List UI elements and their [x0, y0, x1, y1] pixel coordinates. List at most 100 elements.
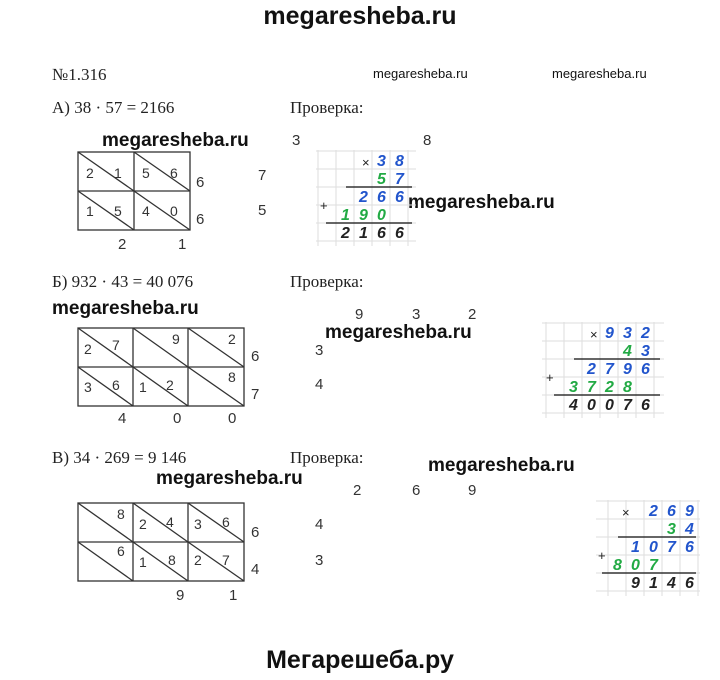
col-digit: 8	[613, 557, 622, 574]
lattice-cell-digit: 1	[86, 203, 94, 219]
watermark-small-2: megaresheba.ru	[552, 66, 647, 81]
problem-b-label: Б) 932 · 43 = 40 076	[52, 272, 194, 291]
col-digit: 6	[377, 189, 386, 206]
problem-c-top-digit: 2	[353, 482, 362, 499]
problem-b-right-digit: 4	[315, 376, 324, 393]
col-digit: 7	[587, 379, 597, 396]
col-digit: 6	[641, 361, 650, 378]
lattice-cell-digit: 6	[112, 377, 120, 393]
watermark-bottom: Мегарешеба.ру	[266, 646, 454, 674]
col-digit: 3	[667, 521, 676, 538]
problem-c-label: В) 34 · 269 = 9 146	[52, 448, 187, 467]
col-digit: 2	[340, 225, 350, 242]
problem-b-check-label: Проверка:	[290, 272, 364, 291]
problem-a-bottom-digit: 2	[118, 236, 127, 253]
lattice-cell-digit: 6	[222, 514, 230, 530]
task-number: №1.316	[52, 65, 107, 84]
watermark-top: megaresheba.ru	[263, 2, 457, 30]
col-digit: 4	[684, 521, 694, 538]
col-digit: 1	[631, 539, 640, 556]
problem-c-top-digit: 6	[412, 482, 421, 499]
col-digit: 2	[640, 325, 650, 342]
lattice-cell-digit: 1	[139, 554, 147, 570]
col-digit: 7	[667, 539, 677, 556]
problem-a-label: А) 38 · 57 = 2166	[52, 98, 175, 117]
col-digit: 3	[623, 325, 632, 342]
col-digit: 6	[377, 225, 386, 242]
lattice-cell-digit: 4	[166, 514, 174, 530]
problem-c-right-digit: 4	[315, 516, 324, 533]
col-digit: 4	[666, 575, 676, 592]
col-digit: 4	[622, 343, 632, 360]
col-digit: 2	[648, 503, 658, 520]
problem-b-top-digit: 3	[412, 306, 421, 323]
problem-b-column-check: × 9 3 2 4 3 + 2 7 9 6 3 7 2 8 4 0 0 7 6	[542, 322, 664, 418]
lattice-cell-digit: 8	[228, 369, 236, 385]
problem-a-right-digit: 5	[258, 202, 267, 219]
problem-a-right-digit: 7	[258, 167, 267, 184]
col-digit: 7	[623, 397, 633, 414]
lattice-cell-digit: 3	[194, 516, 202, 532]
lattice-cell-digit: 2	[194, 552, 202, 568]
col-digit: 9	[605, 325, 614, 342]
problem-a-row-end: 6	[196, 211, 205, 228]
problem-b-lattice: 2 7 9 2 3 6 1 2 8	[77, 327, 245, 407]
col-digit: 2	[604, 379, 614, 396]
col-digit: 7	[395, 171, 405, 188]
svg-text:+: +	[546, 370, 554, 385]
watermark-small-1: megaresheba.ru	[373, 66, 468, 81]
col-digit: 0	[631, 557, 640, 574]
problem-c-top-digit: 9	[468, 482, 477, 499]
watermark-mid-b2: megaresheba.ru	[325, 322, 472, 343]
col-digit: 8	[623, 379, 632, 396]
col-digit: 0	[649, 539, 658, 556]
watermark-mid-c2: megaresheba.ru	[156, 468, 303, 489]
lattice-cell-digit: 9	[172, 331, 180, 347]
svg-text:×: ×	[362, 155, 370, 170]
col-digit: 7	[605, 361, 615, 378]
col-digit: 4	[568, 397, 578, 414]
watermark-mid-b: megaresheba.ru	[52, 298, 199, 319]
lattice-cell-digit: 8	[168, 552, 176, 568]
col-digit: 0	[587, 397, 596, 414]
svg-text:×: ×	[590, 327, 598, 342]
col-digit: 3	[377, 153, 386, 170]
lattice-cell-digit: 2	[86, 165, 94, 181]
problem-a-row-end: 6	[196, 174, 205, 191]
col-digit: 6	[395, 189, 404, 206]
col-digit: 6	[641, 397, 650, 414]
svg-text:+: +	[598, 548, 606, 563]
lattice-cell-digit: 2	[84, 341, 92, 357]
lattice-cell-digit: 2	[139, 516, 147, 532]
col-digit: 5	[377, 171, 387, 188]
lattice-cell-digit: 7	[112, 337, 120, 353]
col-digit: 0	[605, 397, 614, 414]
svg-text:+: +	[320, 198, 328, 213]
problem-a-top-digit: 3	[292, 132, 301, 149]
col-digit: 9	[631, 575, 640, 592]
col-digit: 3	[569, 379, 578, 396]
problem-c-bottom-digit: 9	[176, 587, 185, 604]
col-digit: 3	[641, 343, 650, 360]
problem-c-row-end: 4	[251, 561, 260, 578]
col-digit: 9	[359, 207, 368, 224]
col-digit: 0	[377, 207, 386, 224]
col-digit: 6	[395, 225, 404, 242]
problem-a-top-digit: 8	[423, 132, 432, 149]
lattice-cell-digit: 8	[117, 506, 125, 522]
problem-b-right-digit: 3	[315, 342, 324, 359]
problem-c-lattice: 8 2 4 3 6 6 1 8 2 7	[77, 502, 245, 582]
watermark-mid-a2: megaresheba.ru	[408, 192, 555, 213]
problem-a-column-check: × 3 8 5 7 + 2 6 6 1 9 0 2 1 6 6	[316, 150, 416, 246]
problem-b-bottom-digit: 0	[228, 410, 237, 427]
problem-b-row-end: 6	[251, 348, 260, 365]
problem-a-lattice: 2 1 5 6 1 5 4 0	[77, 151, 191, 231]
problem-b-row-end: 7	[251, 386, 260, 403]
lattice-cell-digit: 6	[170, 165, 178, 181]
lattice-cell-digit: 0	[170, 203, 178, 219]
col-digit: 6	[685, 539, 694, 556]
lattice-cell-digit: 5	[142, 165, 150, 181]
col-digit: 9	[685, 503, 694, 520]
lattice-cell-digit: 6	[117, 543, 125, 559]
col-digit: 2	[586, 361, 596, 378]
